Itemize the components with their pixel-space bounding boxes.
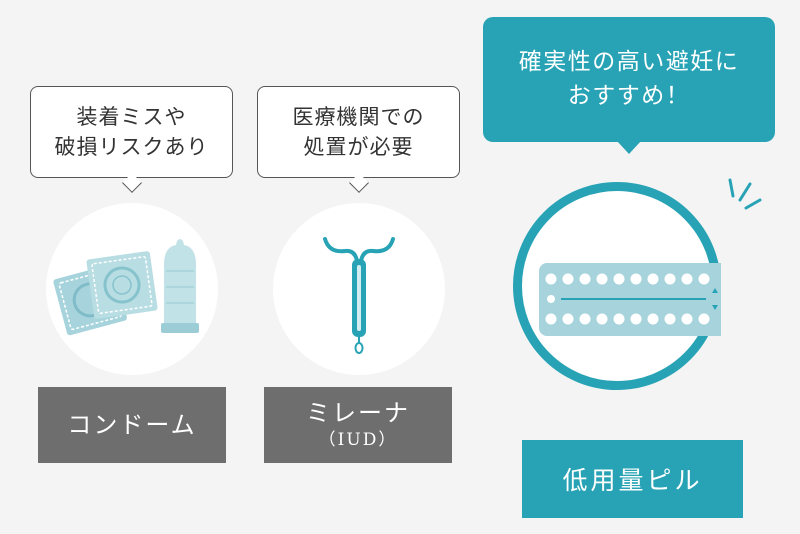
pill-label-text: 低用量ピル [562,466,703,495]
pill-label: 低用量ピル [522,440,743,518]
pill-pack-icon [539,263,721,336]
pill-recommend-bubble: 確実性の高い避妊に おすすめ！ [483,17,775,154]
pill-bubble-line-2: おすすめ！ [567,82,691,109]
iud-label-text: ミレーナ [306,399,410,428]
condom-bubble-line-2: 破損リスクあり [54,135,209,159]
iud-icon [323,237,395,354]
iud-bubble-line-2: 処置が必要 [303,135,414,159]
condom-label-text: コンドーム [67,410,197,439]
emphasis-marks-icon [728,178,762,210]
condom-label: コンドーム [38,387,226,463]
condom-icon [53,239,199,336]
iud-procedure-bubble: 医療機関での 処置が必要 [257,86,460,193]
iud-label: ミレーナ （IUD） [264,387,452,463]
condom-bubble-line-1: 装着ミスや [76,104,187,129]
iud-bubble-line-1: 医療機関での [292,104,425,129]
condom-risk-bubble: 装着ミスや 破損リスクあり [30,86,233,193]
bubble-tail [617,141,641,154]
bubble-tail [348,173,369,193]
pill-bubble-line-1: 確実性の高い避妊に [518,49,740,76]
bubble-tail [121,173,142,193]
iud-label-subtext: （IUD） [318,430,398,451]
